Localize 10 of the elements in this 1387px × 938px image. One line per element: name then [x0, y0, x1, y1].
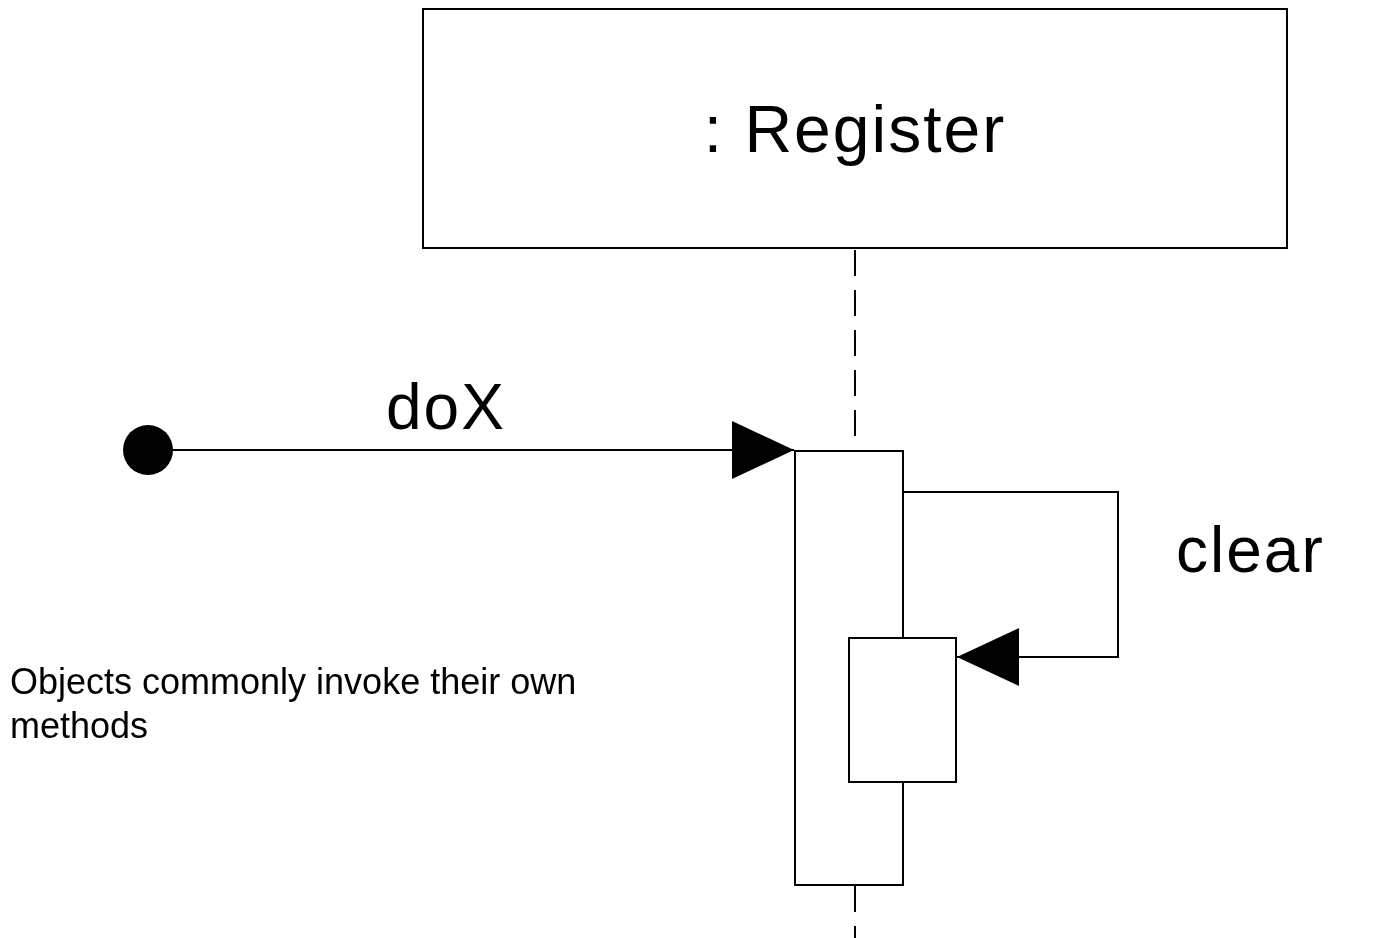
message-label: doX: [386, 375, 506, 439]
start-dot: [123, 425, 173, 475]
message-label: clear: [1176, 518, 1325, 582]
object-box: [422, 8, 1288, 249]
message-arrow: [172, 421, 795, 479]
lifeline: [854, 885, 856, 938]
note-text: Objects commonly invoke their own methods: [10, 660, 578, 748]
activation-bar: [848, 637, 957, 783]
message-arrow: [903, 491, 1119, 686]
object-name: : Register: [703, 90, 1007, 167]
